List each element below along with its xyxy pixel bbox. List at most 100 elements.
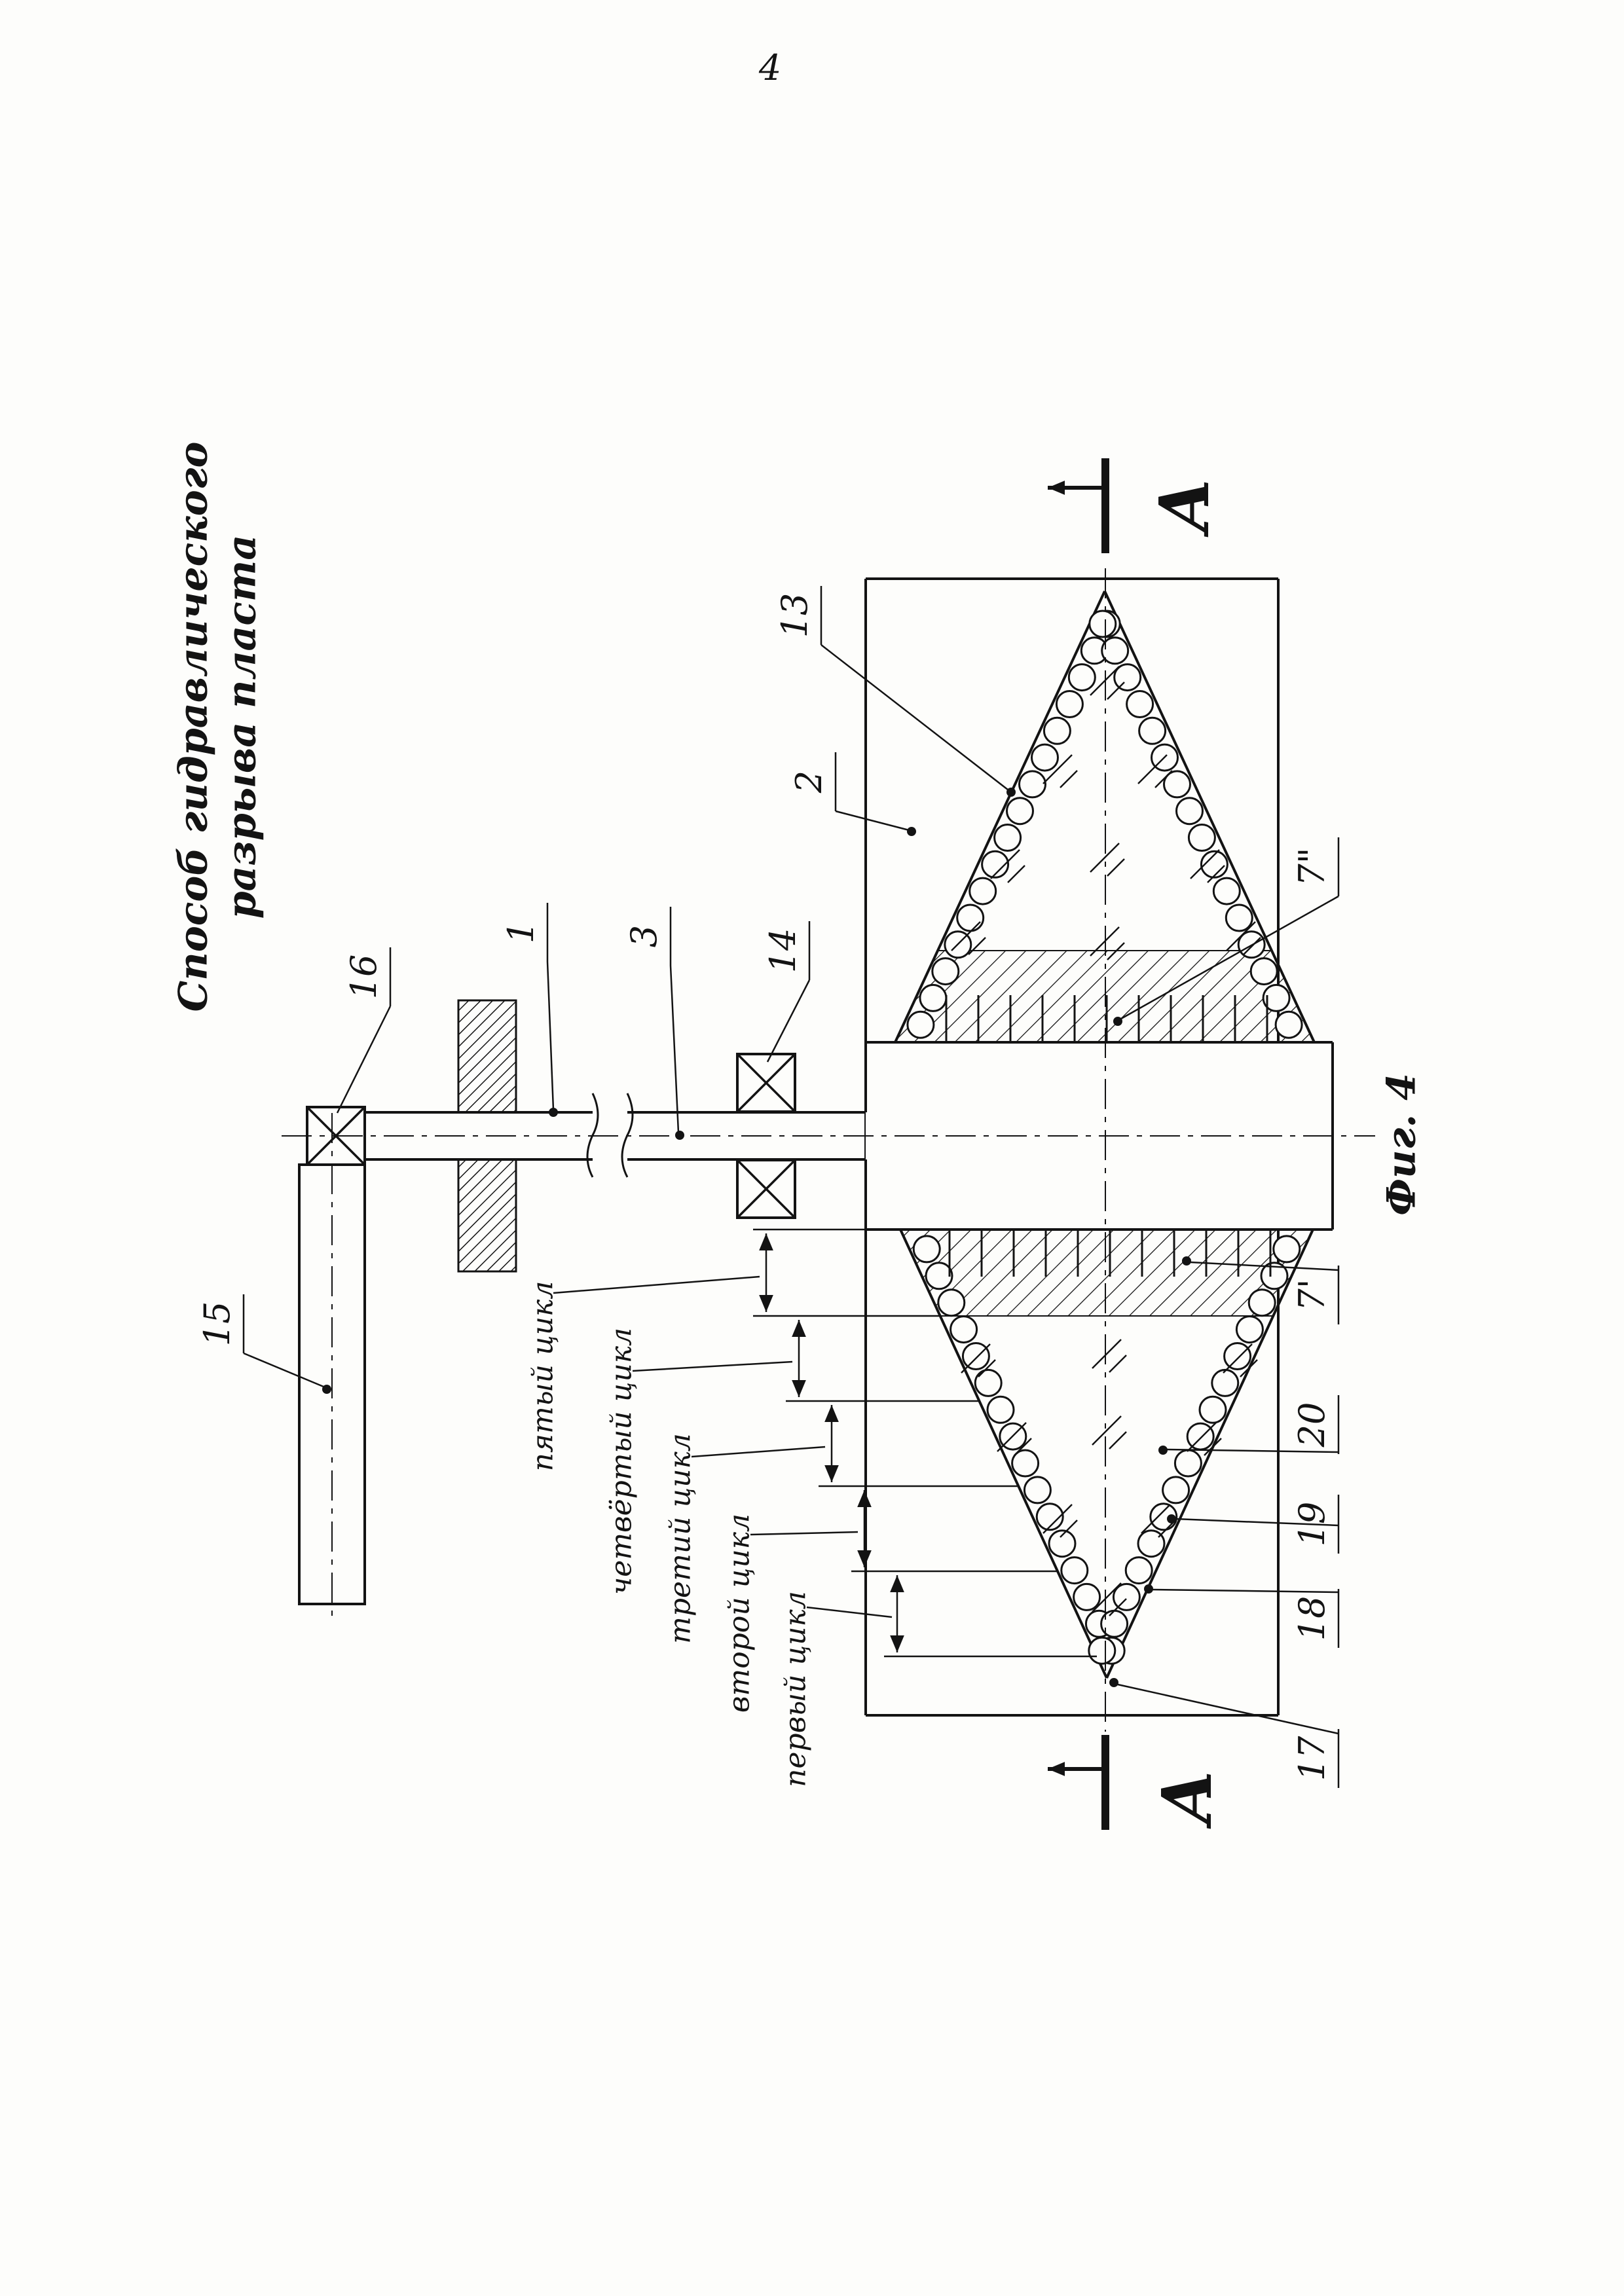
fluid-hatch-mark [1243, 937, 1261, 955]
fluid-hatch-mark [1014, 1438, 1032, 1456]
leader-16 [336, 1006, 392, 1114]
proppant-ball-icon [1101, 636, 1130, 665]
callout-13: 13 [774, 593, 815, 638]
fluid-hatch-mark [1092, 1415, 1122, 1446]
fracture-wall [1105, 1229, 1314, 1679]
leader-dot [322, 1385, 331, 1394]
proppant-ball-icon [1249, 957, 1278, 986]
proppant-ball-icon [969, 877, 997, 905]
leader-first-cycle [806, 1606, 893, 1618]
proppant-ball-icon [931, 957, 960, 986]
fluid-hatch-mark [1060, 770, 1078, 788]
fluid-hatch-mark [1207, 865, 1225, 883]
wellhead-flange-upper [457, 999, 517, 1114]
proppant-ball-icon [1272, 1235, 1301, 1264]
fracture-walls [894, 591, 1316, 1679]
cycle-label-fifth: пятый цикл [526, 1281, 560, 1472]
leader-13 [821, 644, 1012, 793]
proppant-ball-icon [1223, 1342, 1252, 1370]
proppant-ball-icon [1247, 1288, 1276, 1317]
fluid-hatch-mark [1187, 1422, 1217, 1452]
proppant-ball-icon [1211, 1368, 1240, 1397]
proppant-ball-icon [919, 983, 948, 1012]
fluid-hatch-mark [1007, 865, 1025, 883]
leader-dot [1113, 1017, 1122, 1026]
fluid-hatch-mark [1109, 1355, 1127, 1373]
proppant-ball-icon [1198, 1395, 1227, 1424]
proppant-ball-icon [1006, 797, 1034, 826]
leader-second-cycle [750, 1531, 858, 1536]
leader-20 [1166, 1448, 1339, 1453]
leader-fourth-cycle [632, 1360, 793, 1372]
callout-7-dprime: 7" [1291, 847, 1333, 886]
proppant-ball-icon [1126, 690, 1154, 718]
leader-19 [1175, 1518, 1339, 1527]
leader-dot [907, 827, 916, 836]
proppant-ball-icon [1018, 770, 1046, 799]
proppant-ball-icon [961, 1342, 990, 1370]
proppant-ball-icon [1187, 824, 1216, 852]
proppant-ball-icon [1173, 1449, 1202, 1478]
fracture-wall [894, 591, 1106, 1043]
cycle-dimensions [753, 1228, 1097, 1658]
proppant-ball-icon [1067, 663, 1096, 692]
leader-3 [669, 965, 680, 1133]
leader-dot [1144, 1584, 1153, 1594]
leader-dot [1167, 1514, 1176, 1523]
callout-3: 3 [623, 925, 665, 947]
fluid-hatch-mark [1109, 1598, 1127, 1616]
proppant-ball-icon [950, 1315, 978, 1344]
figure-caption: Фиг. 4 [1379, 1073, 1425, 1216]
proppant-ball-icon [1011, 1449, 1040, 1478]
section-plane-marks [1048, 458, 1109, 1830]
proppant-ball-icon [1235, 1315, 1264, 1344]
fluid-hatch-mark [1060, 1520, 1078, 1538]
leader-end-dots [322, 788, 1191, 1687]
proppant-ball-icon [993, 824, 1022, 852]
callout-19: 19 [1291, 1502, 1333, 1547]
proppant-ball-icon [906, 1010, 935, 1039]
leader-14 [766, 979, 811, 1063]
fluid-hatch-mark [961, 1343, 991, 1374]
leader-15 [243, 1352, 324, 1388]
fluid-hatch-mark [1109, 1431, 1127, 1449]
leader-fifth-cycle [553, 1275, 760, 1294]
callout-leaders [242, 586, 1340, 1788]
callout-17: 17 [1291, 1736, 1333, 1781]
callout-18: 18 [1291, 1596, 1333, 1641]
proppant-ball-icon [1186, 1422, 1215, 1451]
fluid-hatch-mark [1107, 942, 1125, 960]
proppant-ball-icon [1260, 1262, 1289, 1290]
proppant-ball-icon [1031, 743, 1059, 772]
fluid-hatch-mark [1204, 1438, 1222, 1456]
fluid-hatch-mark [1090, 843, 1120, 873]
proppant-ball-icon [1088, 1636, 1116, 1665]
proppant-ball-icon [1212, 877, 1241, 905]
proppant-ball-icon [1200, 850, 1228, 879]
callout-16: 16 [343, 955, 384, 1000]
fluid-hatch-mark [968, 937, 986, 955]
proppant-ball-icon [1060, 1556, 1089, 1585]
leader-dot [549, 1108, 558, 1117]
fluid-hatch-mark [951, 921, 981, 951]
section-letter-bottom: A [1147, 1771, 1227, 1830]
packer-cross [736, 1053, 796, 1113]
proppant-ball-icon [1138, 716, 1167, 745]
leader-17 [1117, 1683, 1339, 1735]
fluid-hatch-mark [978, 1359, 996, 1377]
fracture-fill-upper [906, 610, 1303, 1042]
fluid-hatch-mark [1092, 1339, 1122, 1369]
callout-14: 14 [762, 928, 803, 974]
fluid-hatch-mark [1092, 1582, 1122, 1613]
proppant-ball-icon [956, 903, 985, 932]
fluid-hatch-mark [1240, 1359, 1258, 1377]
proppant-ball-icon [1163, 770, 1191, 799]
leader-18 [1152, 1588, 1339, 1594]
proppant-ball-icon [981, 850, 1010, 879]
callout-1: 1 [500, 921, 542, 943]
fluid-hatch-mark [1043, 1504, 1073, 1534]
leader-7-prime [1190, 1261, 1339, 1271]
page-number: 4 [758, 47, 781, 88]
cycle-label-fourth: четвёртый цикл [605, 1328, 638, 1595]
